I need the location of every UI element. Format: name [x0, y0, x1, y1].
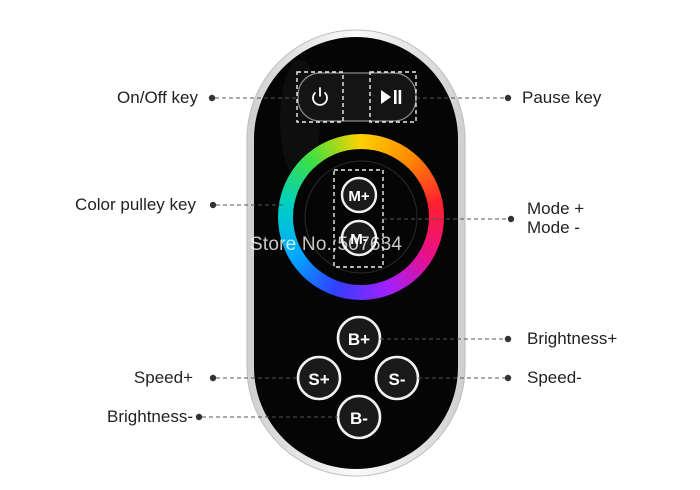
play-pause-icon[interactable] — [381, 90, 402, 104]
top-key-bar — [297, 72, 417, 122]
brightness-plus-button[interactable]: B+ — [336, 315, 382, 361]
brightness-minus-label: B- — [350, 409, 368, 428]
mode-keys-outline — [333, 169, 384, 268]
brightness-minus-button[interactable]: B- — [336, 394, 382, 440]
on-off-key-outline — [296, 71, 344, 123]
label-pause-key: Pause key — [522, 88, 602, 107]
color-wheel[interactable] — [278, 134, 444, 300]
mode-plus-button[interactable]: M+ — [340, 176, 378, 214]
label-speed-plus: Speed+ — [133, 368, 193, 387]
label-mode-plus: Mode + — [527, 199, 585, 218]
brightness-plus-label: B+ — [348, 330, 370, 349]
label-on-off-key: On/Off key — [117, 88, 198, 107]
speed-plus-label: S+ — [308, 370, 329, 389]
label-speed-minus: Speed- — [527, 368, 582, 387]
pause-key-outline — [369, 71, 417, 123]
label-mode-minus: Mode - — [527, 218, 580, 237]
speed-plus-button[interactable]: S+ — [296, 355, 342, 401]
callout-lines — [195, 94, 515, 421]
label-brightness-plus: Brightness+ — [527, 329, 618, 348]
speed-minus-button[interactable]: S- — [374, 355, 420, 401]
watermark: Store No.:507634 — [250, 234, 403, 255]
color-wheel-inner-ring — [304, 160, 418, 274]
label-color-pulley-key: Color pulley key — [75, 195, 196, 214]
label-brightness-minus: Brightness- — [107, 407, 193, 426]
mode-minus-label: M- — [350, 231, 368, 248]
mode-minus-button[interactable]: M- — [340, 219, 378, 257]
speed-minus-label: S- — [389, 370, 406, 389]
mode-plus-label: M+ — [348, 188, 369, 205]
power-icon[interactable] — [312, 87, 328, 106]
